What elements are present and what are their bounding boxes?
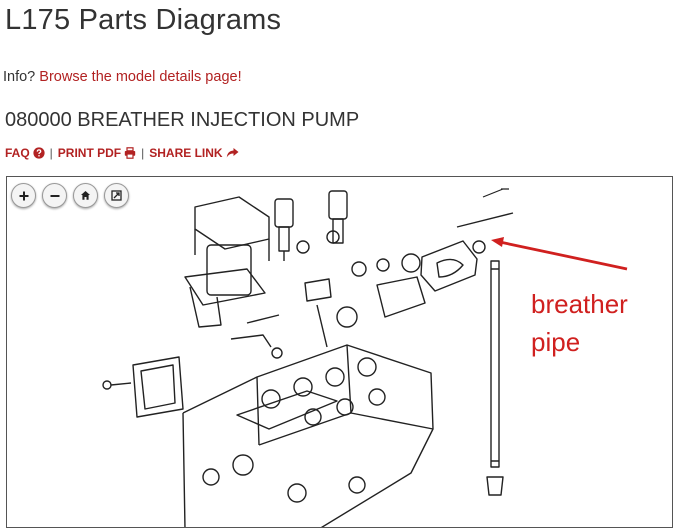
zoom-in-button[interactable] (11, 183, 36, 208)
info-line: Info? Browse the model details page! (3, 69, 242, 85)
faq-label: FAQ (5, 146, 30, 160)
diagram-viewer[interactable]: breather pipe (6, 176, 673, 528)
diagram-toolbar: FAQ | PRINT PDF | SHARE LINK (5, 146, 239, 160)
print-pdf-label: PRINT PDF (57, 146, 122, 160)
toolbar-separator: | (49, 146, 53, 160)
faq-link[interactable]: FAQ (5, 146, 45, 160)
page-title: L175 Parts Diagrams (5, 4, 282, 36)
printer-icon (124, 147, 136, 159)
share-link[interactable]: SHARE LINK (149, 146, 239, 160)
share-arrow-icon (226, 148, 239, 158)
expand-icon (111, 190, 122, 201)
parts-diagram-drawing (102, 188, 628, 527)
home-icon (81, 191, 90, 200)
question-circle-icon (33, 147, 45, 159)
fit-screen-button[interactable] (104, 183, 129, 208)
minus-icon (50, 194, 59, 197)
home-button[interactable] (73, 183, 98, 208)
annotation-breather-pipe: breather pipe (531, 291, 628, 355)
share-link-label: SHARE LINK (149, 146, 223, 160)
info-prefix: Info? (3, 69, 36, 85)
model-details-link[interactable]: Browse the model details page! (39, 69, 242, 85)
annotation-line-2: pipe (531, 327, 581, 357)
plus-icon (19, 191, 28, 200)
annotation-line-1: breather (531, 289, 628, 319)
diagram-title: 080000 BREATHER INJECTION PUMP (5, 109, 360, 131)
toolbar-separator: | (141, 146, 145, 160)
zoom-controls (11, 183, 129, 208)
zoom-out-button[interactable] (42, 183, 67, 208)
print-pdf-link[interactable]: PRINT PDF (58, 146, 136, 160)
